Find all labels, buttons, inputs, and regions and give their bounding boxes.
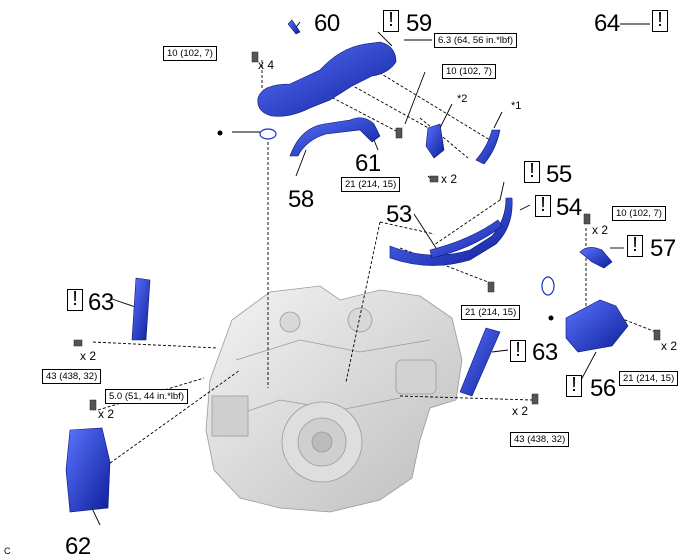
part-number-53: 53 [386,201,412,228]
warning-icon: ! [627,235,643,257]
part-54-tube [429,219,503,259]
o-rings [259,128,555,296]
part-hose-1 [475,129,501,165]
part-number-63-right: 63 [532,339,558,366]
part-57-sensor [579,247,613,269]
note-2: *2 [457,93,468,105]
note-1: *1 [511,100,522,112]
part-59-pipe [257,41,397,117]
part-number-56: 56 [590,375,616,402]
part-bracket-2 [425,123,445,159]
torque-spec-10-c: 10 (102, 7) [612,206,666,221]
dots [217,130,554,321]
warning-icon: ! [566,375,582,397]
torque-spec-10-a: 10 (102, 7) [163,46,217,61]
engine-assembly [205,285,463,513]
part-53-55-tube [389,197,513,266]
quantity-label: x 2 [512,404,529,418]
corner-label: C [4,546,11,556]
warning-icon: ! [67,289,83,311]
quantity-label: x 2 [592,223,609,237]
bolts [73,51,661,411]
quantity-label: x 2 [80,349,97,363]
part-number-62: 62 [65,533,91,560]
part-number-55: 55 [546,161,572,188]
warning-icon: ! [652,10,668,32]
part-63-left-bracket [131,277,151,341]
torque-spec-43-b: 43 (438, 32) [510,432,570,447]
warning-icon: ! [510,340,526,362]
solid-leaders [87,21,650,526]
part-56-cooler [565,299,629,353]
part-number-61: 61 [355,150,381,177]
torque-spec-5-0: 5.0 (51, 44 in.*lbf) [105,389,188,404]
warning-icon: ! [383,10,399,32]
warning-icon: ! [535,195,551,217]
torque-spec-10-b: 10 (102, 7) [442,64,496,79]
quantity-label: x 4 [258,58,275,72]
quantity-label: x 2 [98,407,115,421]
part-58-61-harness [289,117,381,157]
part-number-54: 54 [556,194,582,221]
part-number-57: 57 [650,235,676,262]
quantity-label: x 2 [661,339,678,353]
part-number-63-left: 63 [88,289,114,316]
part-63-right-bracket [459,327,501,397]
torque-spec-43-a: 43 (438, 32) [42,369,102,384]
quantity-label: x 2 [441,172,458,186]
part-number-59: 59 [406,10,432,37]
torque-spec-21-a: 21 (214, 15) [341,177,401,192]
part-62-cover [65,427,111,513]
blue-parts [65,19,629,513]
part-number-58: 58 [288,186,314,213]
part-number-64: 64 [594,10,620,37]
warning-icon: ! [524,161,540,183]
torque-spec-21-b: 21 (214, 15) [461,305,521,320]
part-number-60: 60 [314,10,340,37]
torque-spec-6-3: 6.3 (64, 56 in.*lbf) [434,33,517,48]
torque-spec-21-c: 21 (214, 15) [619,371,679,386]
part-60-clip [287,19,301,35]
